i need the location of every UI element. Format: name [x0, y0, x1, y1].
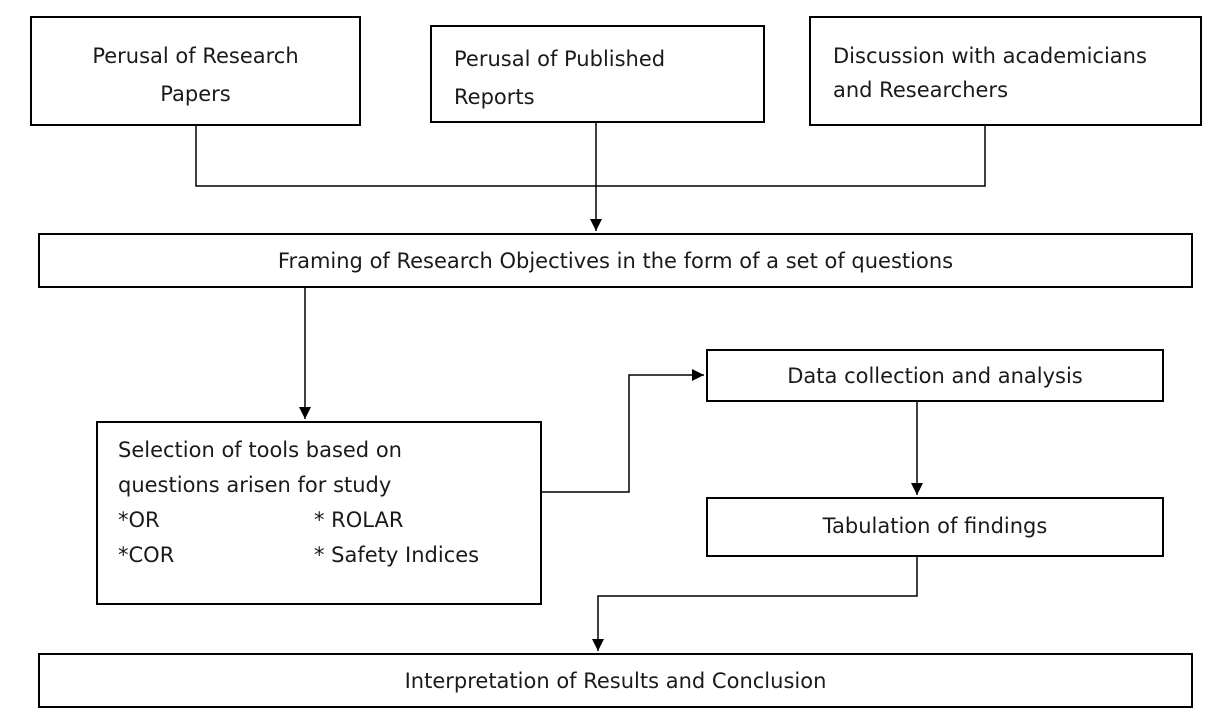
box-data-collection: Data collection and analysis — [706, 349, 1164, 402]
tool-safety-indices: * Safety Indices — [314, 543, 480, 567]
selection-line1: Selection of tools based on — [118, 438, 402, 462]
published-reports-line2: Reports — [454, 85, 535, 109]
interpretation-label: Interpretation of Results and Conclusion — [404, 669, 827, 693]
discussion-line2: and Researchers — [833, 78, 1009, 102]
box-selection: Selection of tools based on questions ar… — [96, 421, 542, 605]
box-interpretation: Interpretation of Results and Conclusion — [38, 653, 1193, 708]
tool-cor: *COR — [118, 543, 175, 567]
discussion-line1: Discussion with academicians — [833, 44, 1147, 68]
published-reports-line1: Perusal of Published — [454, 47, 666, 71]
arrow-selection-to-data-collection — [542, 369, 704, 493]
merge-line — [195, 126, 986, 187]
research-papers-line2: Papers — [160, 82, 231, 106]
selection-line2: questions arisen for study — [118, 473, 392, 497]
data-collection-label: Data collection and analysis — [787, 364, 1083, 388]
research-papers-line1: Perusal of Research — [92, 44, 299, 68]
box-research-papers: Perusal of Research Papers — [30, 16, 361, 126]
box-published-reports: Perusal of Published Reports — [430, 25, 765, 123]
tool-or: *OR — [118, 508, 160, 532]
box-tabulation: Tabulation of findings — [706, 497, 1164, 557]
tool-rolar: * ROLAR — [314, 508, 404, 532]
framing-label: Framing of Research Objectives in the fo… — [277, 249, 954, 273]
arrow-tabulation-to-interpretation — [592, 557, 918, 651]
box-discussion: Discussion with academicians and Researc… — [809, 16, 1202, 126]
tabulation-label: Tabulation of findings — [822, 514, 1048, 538]
box-framing: Framing of Research Objectives in the fo… — [38, 233, 1193, 288]
